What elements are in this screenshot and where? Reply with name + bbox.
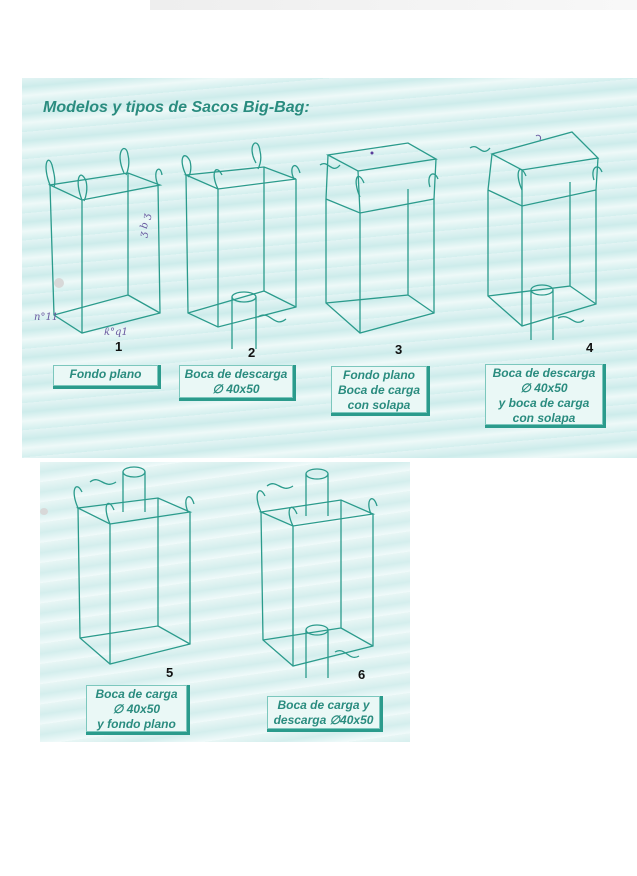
bag-1-label-line: Fondo plano — [69, 367, 142, 381]
bag-3-label-line-3: con solapa — [347, 398, 411, 412]
bag-2-number: 2 — [248, 345, 256, 360]
bag-2-label-line-1: Boca de descarga — [184, 367, 288, 381]
bag-5-label: Boca de carga ∅ 40x50 y fondo plano — [86, 685, 190, 735]
bag-2-label-line-2: ∅ 40x50 — [212, 382, 260, 396]
bag-1-number: 1 — [115, 339, 123, 354]
bag-4-number: 4 — [586, 340, 594, 355]
bag-1-label: Fondo plano — [53, 365, 161, 389]
bag-5-label-line-3: y fondo plano — [97, 717, 176, 731]
bag-6-illustration — [255, 470, 385, 682]
bag-3-label: Fondo plano Boca de carga con solapa — [331, 366, 430, 416]
bag-4-label: Boca de descarga ∅ 40x50 y boca de carga… — [485, 364, 606, 428]
handwritten-mark: ƙ°q1 — [104, 327, 128, 338]
scan-speck — [40, 508, 48, 515]
scan-speck — [54, 278, 64, 288]
bag-6-label: Boca de carga y descarga ∅40x50 — [267, 696, 383, 732]
bag-5-number: 5 — [166, 665, 174, 680]
bag-5-illustration — [72, 468, 202, 668]
bag-5-label-line-2: ∅ 40x50 — [112, 702, 161, 716]
bag-5-label-line-1: Boca de carga — [95, 687, 178, 701]
bag-4-illustration — [478, 128, 613, 350]
handwritten-mark: n°11 — [34, 312, 59, 323]
bag-3-illustration — [318, 135, 453, 345]
bag-2-illustration — [178, 145, 308, 355]
page-title: Modelos y tipos de Sacos Big-Bag: — [43, 99, 310, 116]
bag-6-number: 6 — [358, 667, 366, 682]
bag-4-label-line-2: ∅ 40x50 — [520, 381, 568, 395]
bag-2-label: Boca de descarga ∅ 40x50 — [179, 365, 296, 401]
bag-3-label-line-1: Fondo plano — [343, 368, 415, 382]
bag-6-label-line-1: Boca de carga y — [277, 698, 370, 712]
bag-3-label-line-2: Boca de carga — [337, 383, 421, 397]
bag-4-label-line-1: Boca de descarga — [492, 366, 596, 380]
scan-edge — [150, 0, 637, 10]
bag-3-number: 3 — [395, 342, 403, 357]
bag-4-label-line-3: y boca de carga — [498, 396, 590, 410]
bag-1-illustration — [40, 145, 170, 345]
bag-6-label-line-2: descarga ∅40x50 — [273, 713, 374, 727]
bag-4-label-line-4: con solapa — [512, 411, 576, 425]
